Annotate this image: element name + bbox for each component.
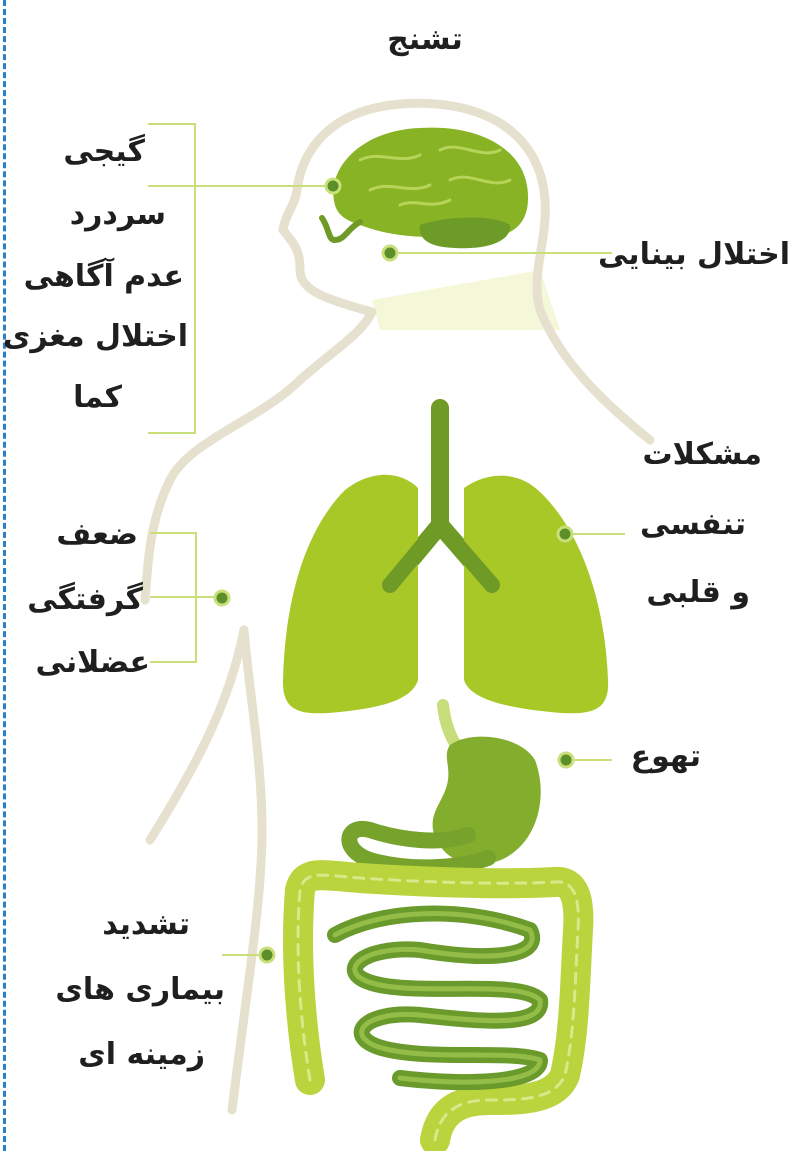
dot-vision xyxy=(383,246,397,260)
muscle-bracket xyxy=(150,533,222,662)
right-lung xyxy=(464,476,608,714)
dot-head xyxy=(326,179,340,193)
dot-nausea xyxy=(559,753,573,767)
small-intestine xyxy=(335,914,540,1082)
diagram-title: تشنج xyxy=(387,25,463,55)
label-dizziness: گیجی xyxy=(63,137,145,167)
label-vision-disorder: اختلال بینایی xyxy=(598,240,790,270)
label-diseases: بیماری های xyxy=(55,975,225,1005)
label-muscular: عضلانی xyxy=(36,648,150,678)
label-underlying: زمینه ای xyxy=(78,1040,205,1070)
label-aggravation: تشدید xyxy=(102,910,190,940)
label-weakness: ضعف xyxy=(56,520,138,550)
dot-disease xyxy=(260,948,274,962)
brain xyxy=(322,128,528,249)
label-respiratory-3: و قلبی xyxy=(646,578,750,608)
stomach xyxy=(349,705,540,867)
neck-glow xyxy=(372,270,560,330)
label-respiratory-1: مشکلات xyxy=(643,440,762,470)
label-nausea: تهوع xyxy=(631,742,701,772)
left-lung xyxy=(283,475,418,714)
label-headache: سردرد xyxy=(70,200,166,230)
label-cramps: گرفتگی xyxy=(27,585,143,615)
shoulder-outline xyxy=(145,380,300,600)
label-coma: کما xyxy=(73,383,122,413)
dot-respiratory xyxy=(558,527,572,541)
dot-muscle xyxy=(215,591,229,605)
label-unawareness: عدم آگاهی xyxy=(24,262,184,292)
label-brain-disorder: اختلال مغزی xyxy=(3,322,188,352)
label-respiratory-2: تنفسی xyxy=(640,510,746,540)
